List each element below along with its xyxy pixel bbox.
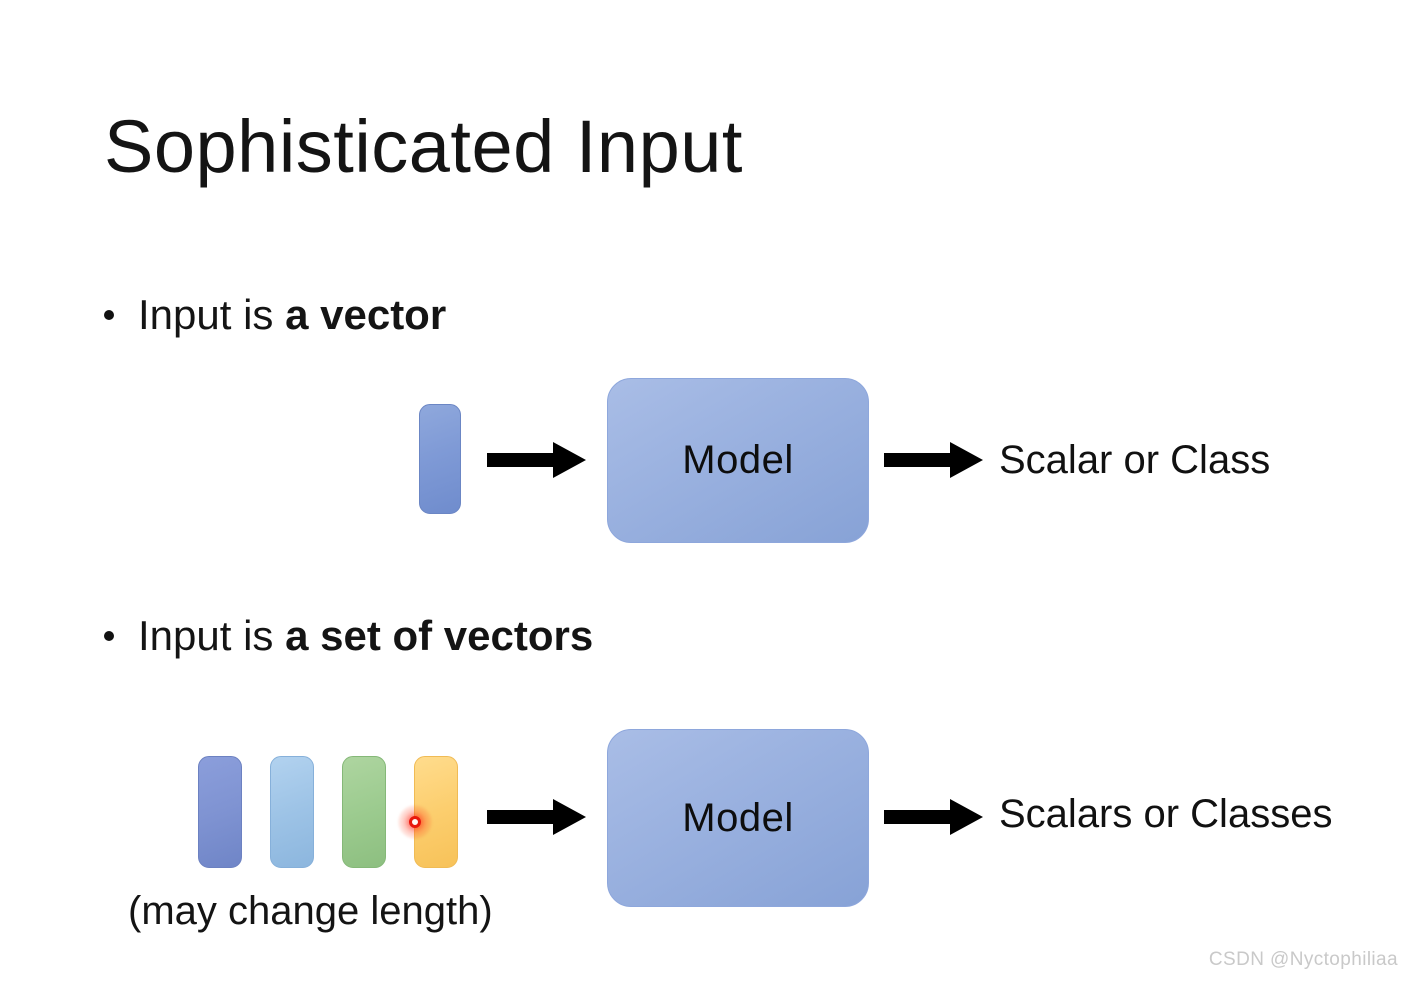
model-label: Model [682,795,794,840]
vector-bar-1 [198,756,242,868]
bullet-item-vector: Input is a vector [104,291,447,338]
bullet-emphasis-text: a vector [285,291,447,338]
bullet-text-vector-set: Input is a set of vectors [138,612,594,659]
bullet-item-vector-set: Input is a set of vectors [104,612,594,659]
vector-set-group [198,756,458,868]
vector-bar-4 [414,756,458,868]
model-box-2: Model [607,729,869,907]
arrow-right-icon-input-1 [487,442,586,478]
bullet-lead-text: Input is [138,612,286,659]
vector-bar-3 [342,756,386,868]
diagram-vector-set-flow: Model Scalars or Classes [0,715,1426,915]
diagram-single-vector-flow: Model Scalar or Class [0,360,1426,560]
model-box-1: Model [607,378,869,543]
watermark-text: CSDN @Nyctophiliaa [1208,949,1398,970]
vector-bar-2 [270,756,314,868]
model-label: Model [682,438,794,482]
bullet-dot-icon [104,310,114,320]
arrow-right-icon-input-2 [487,799,586,835]
note-may-change-length: (may change length) [128,889,493,933]
arrow-right-icon-output-2 [884,799,983,835]
page-title: Sophisticated Input [104,105,743,188]
vector-bar-1 [419,404,461,514]
bullet-lead-text: Input is [138,291,286,338]
output-label-scalars-or-classes: Scalars or Classes [999,792,1333,836]
arrow-right-icon-output-1 [884,442,983,478]
bullet-emphasis-text: a set of vectors [285,612,594,659]
bullet-dot-icon [104,631,114,641]
output-label-scalar-or-class: Scalar or Class [999,438,1271,482]
bullet-text-vector: Input is a vector [138,291,447,338]
